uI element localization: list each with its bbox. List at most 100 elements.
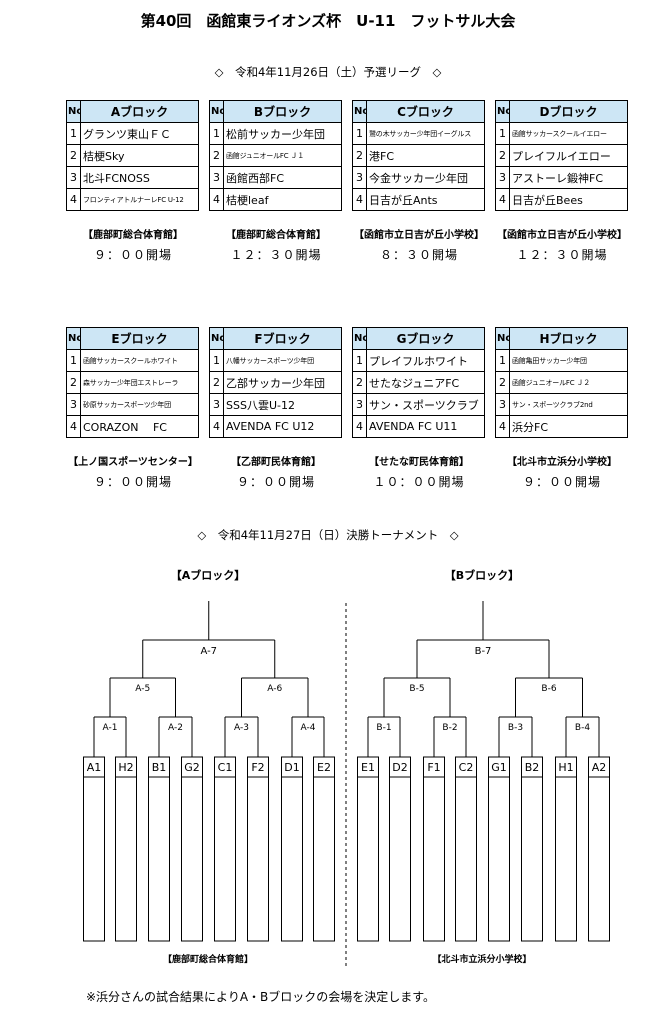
team-name: フロンティアトルナーレFC U-12 — [80, 188, 199, 211]
team-slot — [247, 756, 269, 942]
team-slot — [588, 756, 610, 942]
slot-label: B1 — [152, 761, 167, 774]
block-table-a: NoAブロック1グランツ東山ＦＣ2桔梗Sky3北斗FCNOSS4フロンティアトル… — [66, 100, 199, 211]
block-venue: 【上ノ国スポーツセンター】 — [68, 457, 198, 468]
team-name: 日吉が丘Ants — [366, 188, 485, 211]
footnote: ※浜分さんの試合結果によりA・Bブロックの会場を決定します。 — [86, 990, 436, 1004]
block-table-d: NoDブロック1函館サッカースクールイエロー2プレイフルイエロー3アストーレ鍛神… — [495, 100, 628, 211]
block-venue: 【鹿部町総合体育館】 — [83, 230, 183, 241]
slot-label: B2 — [525, 761, 540, 774]
match-label: A-4 — [301, 723, 316, 733]
team-slot — [148, 756, 170, 942]
opening-time: １２：３０開場 — [516, 248, 608, 262]
match-label: B-7 — [475, 646, 492, 657]
slot-label: F1 — [427, 761, 440, 774]
team-name: 松前サッカー少年団 — [223, 122, 342, 145]
team-name: CORAZON FC — [80, 415, 199, 438]
final-heading: ◇ 令和4年11月27日（日）決勝トーナメント ◇ — [197, 528, 459, 542]
bracket-label: 【Aブロック】 — [171, 568, 246, 582]
team-name: 函館西部FC — [223, 166, 342, 189]
match-label: A-1 — [103, 723, 118, 733]
slot-label: E1 — [361, 761, 375, 774]
team-name: 桔梗leaf — [223, 188, 342, 211]
team-name: グランツ東山ＦＣ — [80, 122, 199, 145]
slot-label: D1 — [284, 761, 299, 774]
opening-time: ９：００開場 — [93, 248, 172, 262]
block-table-f: NoFブロック1八幡サッカースポーツ少年団2乙部サッカー少年団3SSS八雲U-1… — [209, 327, 342, 438]
match-label: B-2 — [442, 723, 457, 733]
match-label: B-1 — [376, 723, 391, 733]
team-name: 乙部サッカー少年団 — [223, 371, 342, 394]
match-label: A-3 — [234, 723, 249, 733]
slot-label: H1 — [558, 761, 573, 774]
prelim-heading: ◇ 令和4年11月26日（土）予選リーグ ◇ — [214, 65, 442, 79]
team-slot — [488, 756, 510, 942]
team-slot — [555, 756, 577, 942]
block-table-b: NoBブロック1松前サッカー少年団2函館ジュニオールFC Ｊ１3函館西部FC4桔… — [209, 100, 342, 211]
slot-label: A1 — [87, 761, 102, 774]
no-header: No — [66, 327, 81, 350]
slot-label: C1 — [218, 761, 233, 774]
bracket-venue: 【鹿部町総合体育館】 — [163, 953, 253, 965]
team-slot — [214, 756, 236, 942]
slot-label: H2 — [118, 761, 133, 774]
team-slot — [313, 756, 335, 942]
opening-time: １０：００開場 — [373, 475, 465, 489]
page-title: 第40回 函館東ライオンズ杯 U-11 フットサル大会 — [140, 12, 516, 30]
team-name: 日吉が丘Bees — [509, 188, 628, 211]
block-table-h: NoHブロック1函館亀田サッカー少年団2函館ジュニオールFC Ｊ２3サン・スポー… — [495, 327, 628, 438]
team-slot — [521, 756, 543, 942]
team-name: SSS八雲U-12 — [223, 393, 342, 416]
opening-time: ８：３０開場 — [379, 248, 458, 262]
match-label: A-7 — [200, 646, 217, 657]
block-venue: 【函館市立日吉が丘小学校】 — [497, 230, 627, 241]
slot-label: G1 — [491, 761, 507, 774]
slot-label: D2 — [392, 761, 407, 774]
team-name: せたなジュニアFC — [366, 371, 485, 394]
team-name: AVENDA FC U11 — [366, 415, 485, 438]
team-number: 4 — [352, 415, 367, 438]
block-table-c: NoCブロック1鷲の木サッカー少年団イーグルス2港FC3今金サッカー少年団4日吉… — [352, 100, 485, 211]
team-name: 浜分FC — [509, 415, 628, 438]
opening-time: ９：００開場 — [93, 475, 172, 489]
match-label: A-6 — [267, 684, 282, 694]
opening-time: ９：００開場 — [236, 475, 315, 489]
opening-time: １２：３０開場 — [230, 248, 322, 262]
slot-label: A2 — [592, 761, 607, 774]
block-venue: 【鹿部町総合体育館】 — [226, 230, 326, 241]
opening-time: ９：００開場 — [522, 475, 601, 489]
team-name: プレイフルホワイト — [366, 349, 485, 372]
bracket-venue: 【北斗市立浜分小学校】 — [432, 953, 531, 965]
match-label: B-6 — [541, 684, 556, 694]
block-name: Eブロック — [80, 327, 199, 350]
match-label: A-5 — [135, 684, 150, 694]
team-name: プレイフルイエロー — [509, 144, 628, 167]
team-name: AVENDA FC U12 — [223, 415, 342, 438]
team-slot — [389, 756, 411, 942]
match-label: B-4 — [575, 723, 590, 733]
block-name: Cブロック — [366, 100, 485, 123]
team-slot — [281, 756, 303, 942]
slot-label: E2 — [317, 761, 331, 774]
slot-label: C2 — [459, 761, 474, 774]
